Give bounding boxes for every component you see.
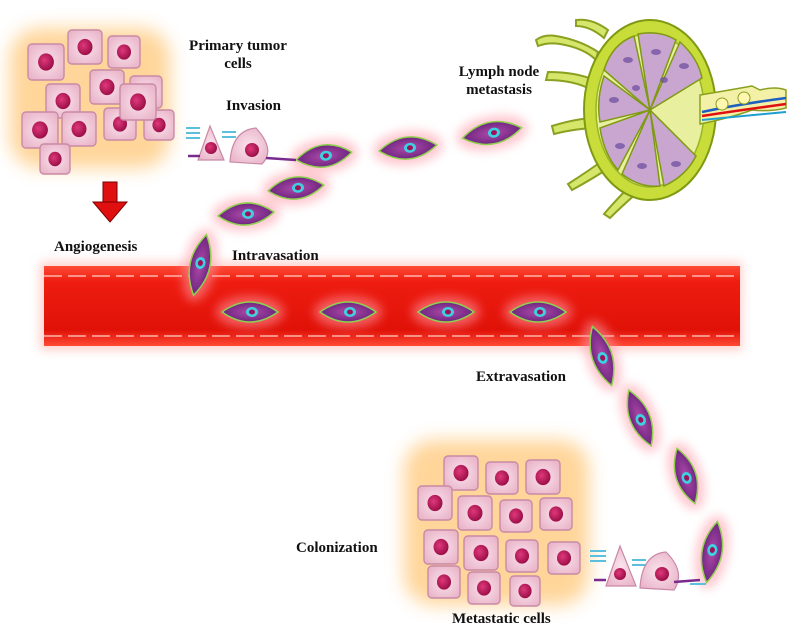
migrating-cell: [262, 170, 330, 206]
label-primary-tumor-line2: cells: [224, 56, 252, 72]
tumor-cell: [21, 111, 59, 149]
migrating-cell: [694, 515, 730, 589]
metastatic-cell: [499, 499, 533, 533]
metastatic-cell: [467, 571, 501, 605]
metastatic-front-cells: [590, 544, 706, 591]
migrating-cells: [182, 115, 730, 589]
label-lymph-line2: metastasis: [466, 82, 532, 98]
migrating-cell: [373, 130, 443, 166]
primary-tumor-cluster: [10, 28, 175, 175]
blood-vessel: [40, 262, 742, 350]
label-metastatic-cells: Metastatic cells: [452, 611, 551, 627]
metastatic-cluster: [404, 440, 589, 607]
migrating-cell: [314, 296, 382, 328]
migrating-cell: [582, 320, 622, 392]
invasion-front-cells: [186, 124, 297, 165]
label-primary-tumor-line1: Primary tumor: [189, 38, 287, 54]
label-lymph-line1: Lymph node: [458, 64, 540, 80]
tumor-cell: [107, 35, 141, 69]
metastatic-cell: [485, 461, 519, 495]
migrating-cell: [504, 296, 572, 328]
metastatic-cell: [457, 495, 493, 531]
label-invasion: Invasion: [226, 98, 282, 114]
metastatic-cell: [539, 497, 573, 531]
migrating-cell: [290, 138, 358, 174]
tumor-cell: [27, 43, 65, 81]
tumor-cell: [39, 143, 71, 175]
metastatic-cell: [463, 535, 499, 571]
migrating-cell: [456, 115, 528, 151]
metastatic-cell: [525, 459, 561, 495]
label-lymph-node: Lymph node metastasis: [440, 63, 558, 99]
label-angiogenesis: Angiogenesis: [54, 239, 138, 255]
metastatic-cell: [509, 575, 541, 607]
lymph-node: [534, 18, 787, 220]
metastatic-cell: [443, 455, 479, 491]
metastatic-cell: [423, 529, 459, 565]
label-colonization: Colonization: [296, 540, 378, 556]
tumor-cell: [67, 29, 103, 65]
migrating-cell: [182, 228, 218, 302]
metastatic-cell: [427, 565, 461, 599]
migrating-cell: [619, 384, 661, 452]
migrating-cell: [667, 442, 705, 510]
metastatic-cell: [547, 541, 581, 575]
migrating-cell: [412, 296, 480, 328]
tumor-cell: [89, 69, 125, 105]
tumor-cell: [61, 111, 97, 147]
label-intravasation: Intravasation: [232, 248, 319, 264]
migrating-cell: [212, 196, 280, 232]
label-primary-tumor: Primary tumor cells: [168, 37, 308, 73]
tumor-cell: [119, 83, 157, 121]
migrating-cell: [216, 296, 284, 328]
metastatic-cell: [417, 485, 453, 521]
angiogenesis-arrow-icon: [91, 181, 129, 223]
label-extravasation: Extravasation: [476, 369, 566, 385]
tumor-cell: [143, 109, 175, 141]
metastatic-cell: [505, 539, 539, 573]
